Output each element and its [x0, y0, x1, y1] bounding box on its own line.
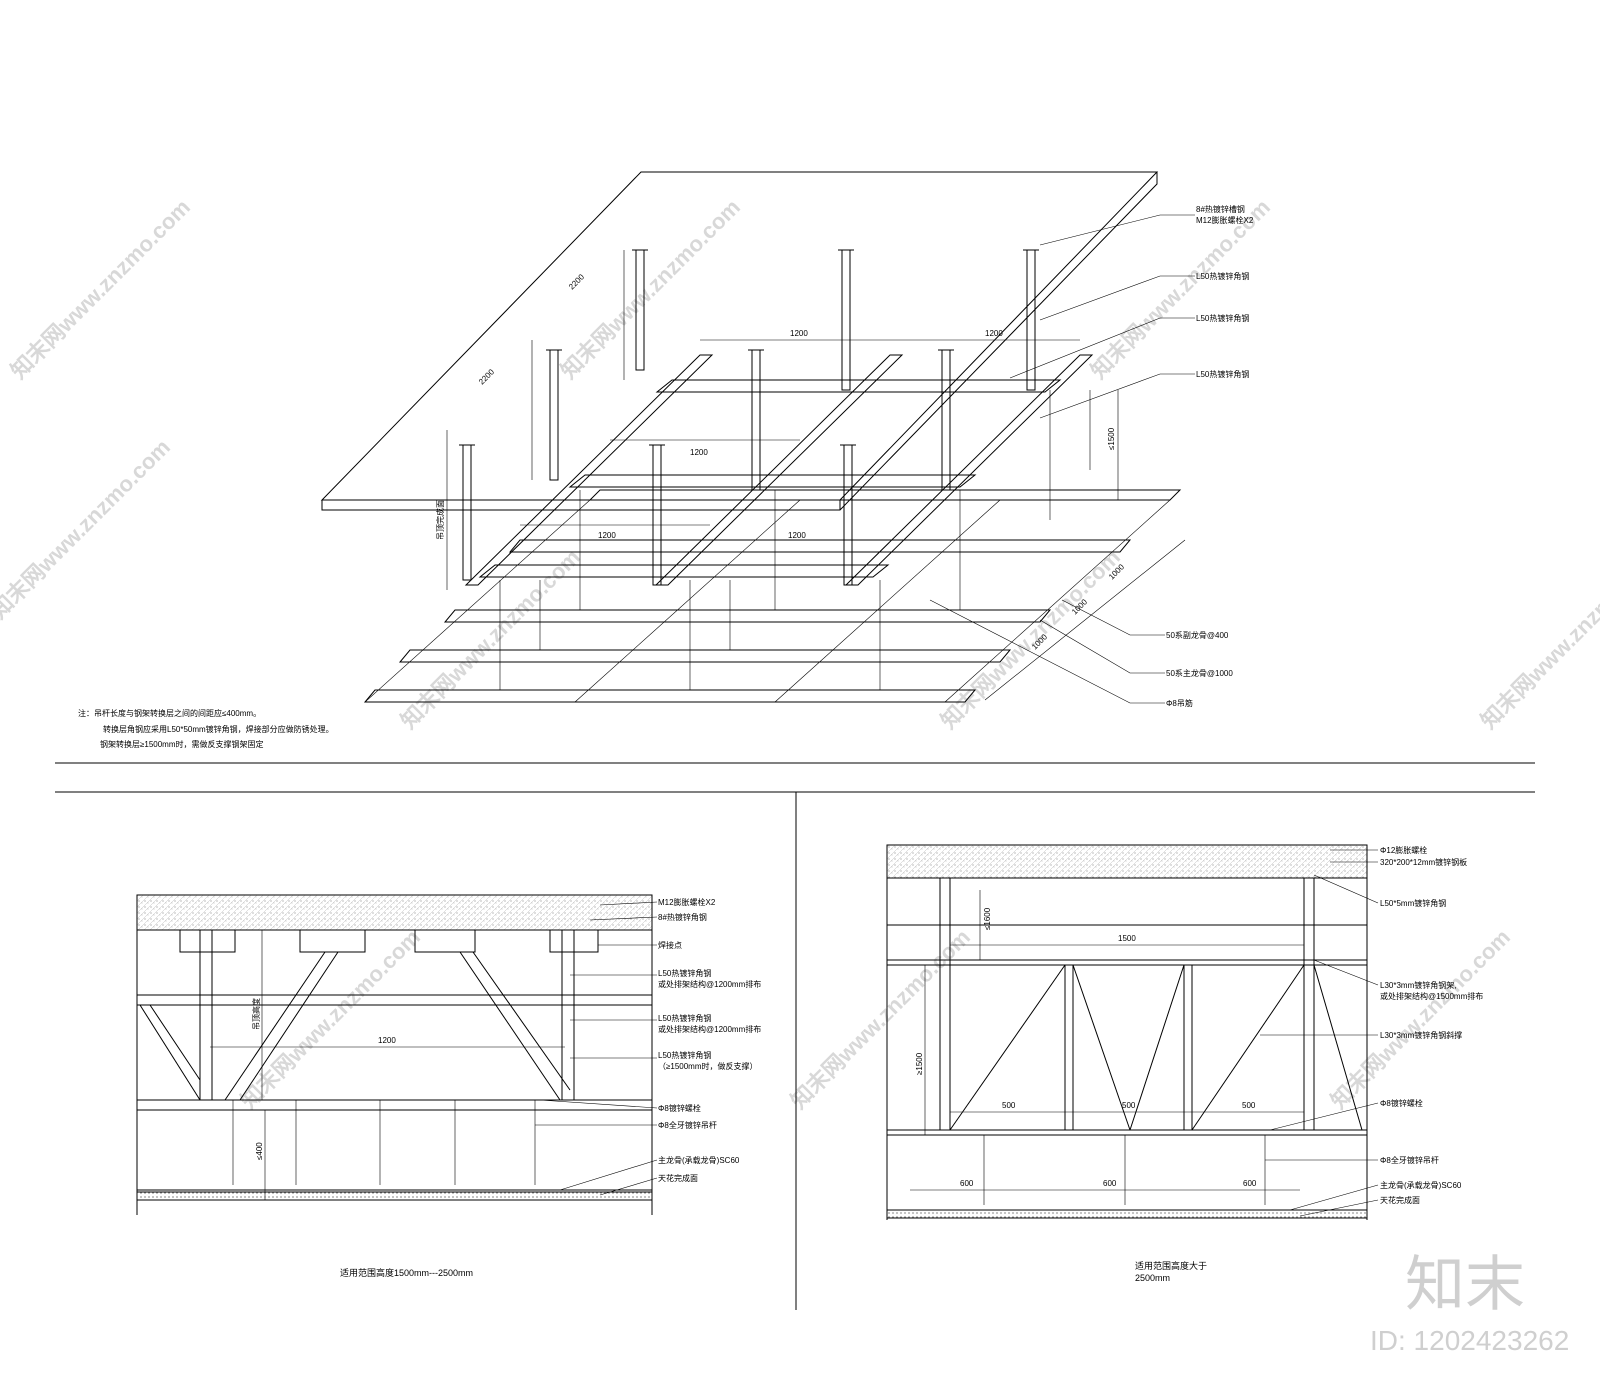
callout-label: M12膨胀螺栓X2 [658, 897, 716, 907]
callout-label: 50系主龙骨@1000 [1166, 668, 1233, 678]
left-callouts: M12膨胀螺栓X2 8#热镀锌角钢 焊接点 L50热镀锌角钢 或处排架结构@12… [535, 897, 761, 1196]
callout-label: 或处排架结构@1200mm排布 [658, 1024, 761, 1034]
channel-hangers [459, 249, 1039, 586]
brand-watermark: 知末 [1405, 1251, 1525, 1318]
dim-600: 600 [1103, 1179, 1117, 1188]
dim-drop-height: 吊顶完成面 [435, 500, 445, 540]
callout-label: L30*3mm镀锌角钢架, [1380, 980, 1456, 990]
dim-1600: ≤1600 [983, 907, 992, 930]
ceiling-finish [136, 1191, 653, 1201]
callout-label: （≥1500mm时，做反支撑） [658, 1061, 758, 1071]
dim-1200: 1200 [985, 329, 1003, 338]
caption: 2500mm [1135, 1273, 1170, 1283]
concrete-slab [886, 844, 1368, 879]
callout-label: 50系副龙骨@400 [1166, 630, 1229, 640]
note-line: 转换层角钢应采用L50*50mm镀锌角钢，焊接部分应做防锈处理。 [103, 724, 334, 734]
callout-label: Φ8镀锌螺栓 [658, 1103, 701, 1113]
callout-label: 天花完成面 [658, 1173, 698, 1183]
dim-1200: 1200 [790, 329, 808, 338]
watermark-text: 知末网www.znzmo.com [0, 434, 175, 623]
dim-ge1500: ≥1500 [915, 1052, 924, 1075]
callout-label: L50热镀锌角钢 [658, 1013, 711, 1023]
caption: 适用范围高度1500mm---2500mm [340, 1267, 473, 1278]
watermark-text: 知末网www.znzmo.com [6, 194, 195, 383]
dim-500: 500 [1242, 1101, 1256, 1110]
iso-callouts: 8#热镀锌槽钢 M12膨胀螺栓X2 L50热镀锌角钢 L50热镀锌角钢 L50热… [929, 204, 1254, 708]
dim-slab-2200: 2200 [567, 272, 586, 291]
callout-label: 8#热镀锌角钢 [658, 912, 707, 922]
callout-label: L50热镀锌角钢 [658, 968, 711, 978]
watermark-text: 知末网www.znzmo.com [1326, 924, 1515, 1113]
iso-notes: 注：吊杆长度与钢架转换层之间的间距应≤400mm。 转换层角钢应采用L50*50… [78, 708, 334, 749]
left-section: 1200 ≤400 吊顶高度 M12膨胀螺栓X2 8#热镀锌角钢 焊接点 L50… [136, 894, 761, 1278]
dim-le1500: ≤1500 [1107, 427, 1116, 450]
callout-label: 或处排架结构@1500mm排布 [1380, 991, 1483, 1001]
callout-label: 天花完成面 [1380, 1195, 1420, 1205]
dim-500: 500 [1122, 1101, 1136, 1110]
id-watermark: ID: 1202423262 [1370, 1325, 1569, 1356]
concrete-slab [136, 894, 653, 931]
callout-label: Φ8全牙镀锌吊杆 [1380, 1155, 1439, 1165]
callout-label: Φ8全牙镀锌吊杆 [658, 1120, 717, 1130]
caption: 适用范围高度大于 [1135, 1260, 1207, 1271]
watermark-text: 知末网www.znzmo.com [936, 544, 1125, 733]
dim-600: 600 [1243, 1179, 1257, 1188]
watermark-text: 知末网www.znzmo.com [556, 194, 745, 383]
watermark-text: 知末网www.znzmo.com [1476, 544, 1600, 733]
hanger-rods [983, 1135, 1266, 1205]
callout-label: 或处排架结构@1200mm排布 [658, 979, 761, 989]
callout-label: L50热镀锌角钢 [1196, 271, 1249, 281]
dim-1200: 1200 [598, 531, 616, 540]
callout-label: L50*5mm镀锌角钢 [1380, 898, 1446, 908]
callout-label: L50热镀锌角钢 [1196, 369, 1249, 379]
watermark-text: 知末网www.znzmo.com [236, 924, 425, 1113]
callout-label: 320*200*12mm镀锌钢板 [1380, 857, 1467, 867]
dim-slab-2200: 2200 [477, 367, 496, 386]
main-runners [363, 489, 1182, 703]
callout-label: Φ8吊筋 [1166, 698, 1193, 708]
iso-dimensions: 1200 1200 1200 1200 1200 吊顶完成面 ≤1500 220… [435, 250, 1186, 701]
note-line: 注：吊杆长度与钢架转换层之间的间距应≤400mm。 [78, 708, 261, 718]
dim-1500: 1500 [1118, 934, 1136, 943]
dim-500: 500 [1002, 1101, 1016, 1110]
callout-label: Φ8镀锌螺栓 [1380, 1098, 1423, 1108]
right-section: ≤1600 1500 ≥1500 500 500 500 600 600 600… [886, 844, 1483, 1283]
angle-steel-grid [464, 354, 1094, 586]
dim-height: 吊顶高度 [251, 998, 261, 1030]
callout-label: 主龙骨(承载龙骨)SC60 [658, 1155, 740, 1165]
isometric-view: 1200 1200 1200 1200 1200 吊顶完成面 ≤1500 220… [78, 171, 1254, 749]
watermark-text: 知末网www.znzmo.com [786, 924, 975, 1113]
note-line: 钢架转换层≥1500mm时，需做反支撑钢架固定 [100, 739, 264, 749]
dim-1200: 1200 [690, 448, 708, 457]
ceiling-finish [886, 1209, 1368, 1219]
dim-1200: 1200 [378, 1036, 396, 1045]
callout-label: L50热镀锌角钢 [658, 1050, 711, 1060]
callout-label: Φ12膨胀螺栓 [1380, 845, 1427, 855]
callout-label: 主龙骨(承载龙骨)SC60 [1380, 1180, 1462, 1190]
hanger-rods [499, 390, 1091, 690]
dim-1200: 1200 [788, 531, 806, 540]
dim-le400: ≤400 [255, 1142, 264, 1160]
callout-label: 焊接点 [658, 940, 682, 950]
callout-label: L50热镀锌角钢 [1196, 313, 1249, 323]
callout-label: L30*3mm镀锌角钢斜撑 [1380, 1030, 1462, 1040]
hanger-rods [232, 1100, 536, 1185]
callout-label: M12膨胀螺栓X2 [1196, 215, 1254, 225]
right-callouts: Φ12膨胀螺栓 320*200*12mm镀锌钢板 L50*5mm镀锌角钢 L30… [1260, 845, 1483, 1217]
callout-label: 8#热镀锌槽钢 [1196, 204, 1245, 214]
dim-600: 600 [960, 1179, 974, 1188]
